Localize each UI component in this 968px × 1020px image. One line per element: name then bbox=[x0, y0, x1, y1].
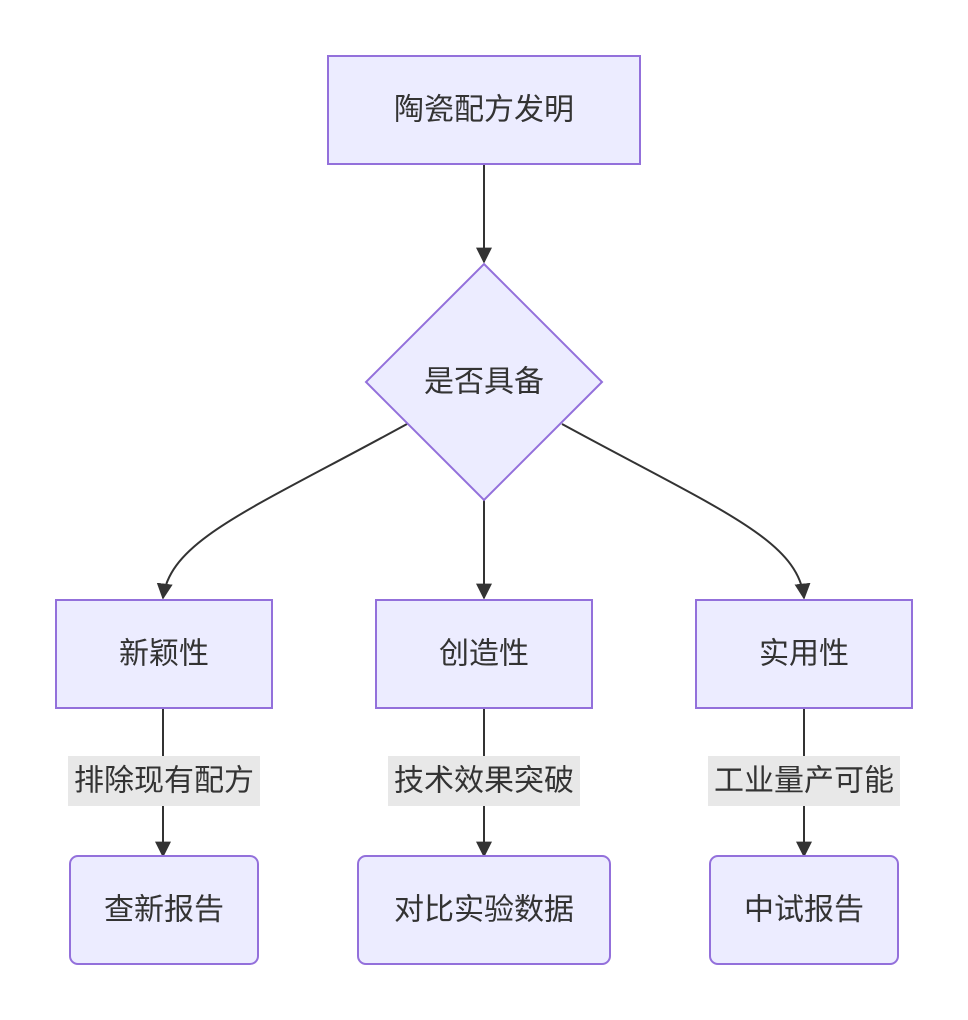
node-utility: 实用性 bbox=[695, 599, 913, 709]
node-decision: 是否具备 bbox=[364, 262, 604, 502]
node-decision-label: 是否具备 bbox=[424, 365, 544, 400]
node-creativity-result: 对比实验数据 bbox=[357, 855, 611, 965]
node-root: 陶瓷配方发明 bbox=[327, 55, 641, 165]
node-utility-result-label: 中试报告 bbox=[744, 893, 864, 928]
edge-label-utility-text: 工业量产可能 bbox=[714, 764, 894, 799]
node-novelty-result-label: 查新报告 bbox=[104, 893, 224, 928]
node-utility-label: 实用性 bbox=[759, 637, 849, 672]
edge-label-creativity-text: 技术效果突破 bbox=[394, 764, 574, 799]
node-novelty-label: 新颖性 bbox=[119, 637, 209, 672]
edge-decision-to-utility bbox=[561, 423, 811, 600]
node-creativity: 创造性 bbox=[375, 599, 593, 709]
node-root-label: 陶瓷配方发明 bbox=[394, 93, 574, 128]
node-creativity-label: 创造性 bbox=[439, 637, 529, 672]
node-novelty: 新颖性 bbox=[55, 599, 273, 709]
edge-label-novelty-text: 排除现有配方 bbox=[74, 764, 254, 799]
edge-decision-to-novelty bbox=[156, 423, 408, 600]
edge-label-novelty: 排除现有配方 bbox=[68, 756, 260, 806]
edge-label-creativity: 技术效果突破 bbox=[388, 756, 580, 806]
node-novelty-result: 查新报告 bbox=[69, 855, 259, 965]
node-creativity-result-label: 对比实验数据 bbox=[394, 893, 574, 928]
node-utility-result: 中试报告 bbox=[709, 855, 899, 965]
edge-label-utility: 工业量产可能 bbox=[708, 756, 900, 806]
